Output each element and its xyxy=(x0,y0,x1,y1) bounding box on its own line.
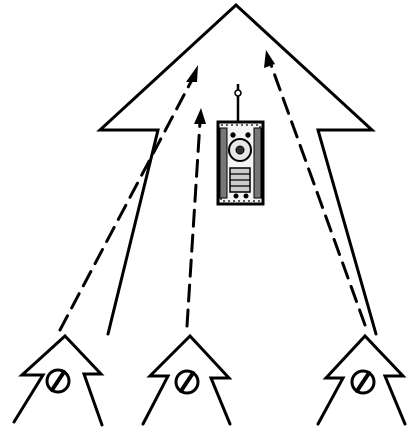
unit-arrow-right xyxy=(318,336,405,424)
tank-top-view-icon xyxy=(218,84,263,204)
unit-arrow-center xyxy=(143,336,230,424)
arrowhead-left xyxy=(186,65,198,82)
dashed-path-left xyxy=(60,76,194,330)
arrowhead-right xyxy=(264,50,275,68)
circle-slash-icon xyxy=(352,371,374,393)
arrowhead-center xyxy=(194,108,206,124)
dashed-paths xyxy=(60,62,365,330)
circle-slash-icon xyxy=(176,371,198,393)
dashed-path-right xyxy=(270,62,365,325)
unit-arrow-left xyxy=(14,336,102,425)
unit-arrow-outline xyxy=(318,336,405,424)
dashed-arrowheads xyxy=(186,50,275,124)
circle-slash-icon xyxy=(47,370,69,392)
dashed-path-center xyxy=(187,122,200,326)
